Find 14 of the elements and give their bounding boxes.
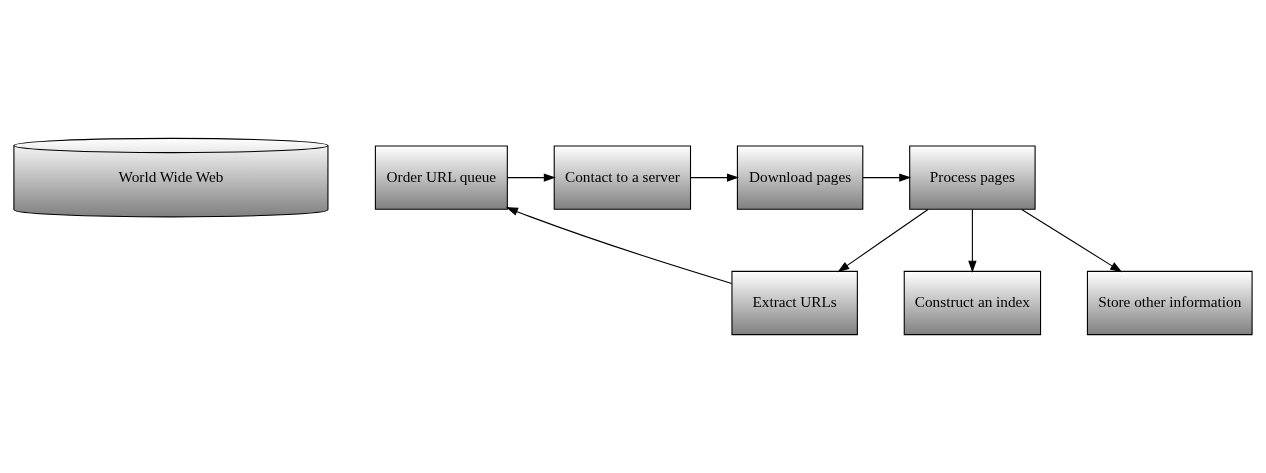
arrow (505, 207, 733, 284)
arrow (862, 173, 912, 182)
node-box: Store other information (1086, 270, 1253, 336)
node-box: Download pages (736, 145, 864, 210)
arrow (968, 208, 977, 273)
arrow (837, 208, 929, 273)
node-box: Order URL queue (374, 145, 508, 210)
node-box: Process pages (909, 145, 1036, 210)
node-box: Contact to a server (553, 145, 692, 210)
node-box: Extract URLs (731, 270, 858, 336)
arrow (690, 173, 739, 182)
arrow (506, 173, 556, 182)
arrow (1021, 208, 1123, 273)
node-box: Construct an index (903, 270, 1042, 336)
